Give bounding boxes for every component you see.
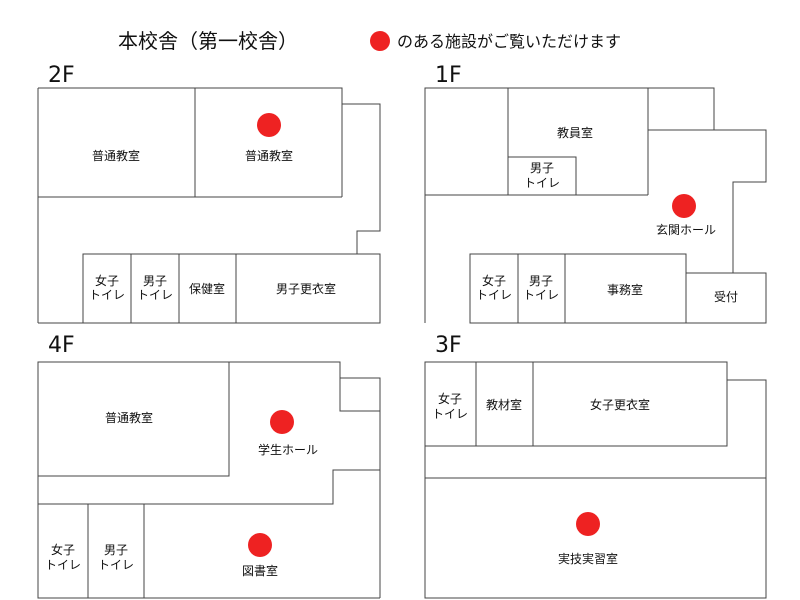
room-4f-library[interactable]: 図書室 [242,533,278,578]
room-label: 男子 [143,274,167,288]
floor-3f-outline [424,361,767,599]
room-label: 男子 [529,274,553,288]
room-label: トイレ [89,288,125,302]
room-1f-men-restroom[interactable]: 男子 トイレ [517,253,566,324]
materials-room-area [475,361,534,447]
available-marker-icon [270,410,294,434]
room-2f-infirmary[interactable]: 保健室 [178,253,237,324]
room-label: 女子 [51,542,75,557]
room-label: 保健室 [189,281,225,296]
floor-4f-corner-wall [339,378,380,412]
room-label: トイレ [98,558,134,572]
floor-3f: 3F 女子 トイレ 教材室 女子更衣室 実技実習室 [424,333,767,599]
available-marker-icon [257,113,281,137]
room-label: トイレ [137,288,173,302]
room-label: 普通教室 [92,148,140,163]
room-label: 男子 [530,161,554,175]
floor-4f: 4F 普通教室 学生ホール 女子 トイレ 男子 トイレ 図書室 [37,333,381,599]
room-1f-reception[interactable]: 受付 [685,272,767,324]
room-1f-women-restroom[interactable]: 女子 トイレ [469,253,519,324]
room-label: 女子 [482,273,506,288]
boys-locker-area [235,253,381,324]
men-restroom-area [87,503,145,599]
room-4f-classroom[interactable]: 普通教室 [105,410,153,425]
men-restroom-upper-area [507,156,577,196]
room-label: 普通教室 [245,148,293,163]
room-4f-men-restroom[interactable]: 男子 トイレ [87,503,145,599]
room-label: 女子 [95,273,119,288]
room-label: トイレ [476,288,512,302]
room-label: 学生ホール [258,442,318,457]
room-2f-women-restroom[interactable]: 女子 トイレ [82,253,132,324]
legend-text: のある施設がご覧いただけます [397,32,621,51]
room-label: 男子更衣室 [276,281,336,296]
floor-label-2f: 2F [48,63,75,88]
available-marker-icon [672,194,696,218]
room-3f-materials-room[interactable]: 教材室 [475,361,534,447]
room-3f-girls-locker[interactable]: 女子更衣室 [590,397,650,412]
room-label: 事務室 [607,282,643,297]
room-label: 受付 [714,290,738,304]
floor-label-1f: 1F [435,63,462,88]
room-label: 女子更衣室 [590,397,650,412]
room-label: 玄関ホール [656,222,716,237]
room-label: 図書室 [242,563,278,578]
legend-red-dot-icon [370,31,390,51]
room-2f-boys-locker[interactable]: 男子更衣室 [235,253,381,324]
available-marker-icon [248,533,272,557]
room-label: 教材室 [486,397,522,412]
room-1f-office[interactable]: 事務室 [564,253,687,324]
room-label: トイレ [432,407,468,421]
floor-1f-outline [424,87,767,323]
room-3f-women-restroom[interactable]: 女子 トイレ [424,361,477,447]
room-label: 普通教室 [105,410,153,425]
floor-2f: 2F 普通教室 普通教室 女子 トイレ 男子 トイレ 保健室 [37,63,381,324]
floor-1f: 1F 教員室 男子 トイレ 玄関ホール 女子 トイレ 男子 トイレ [424,63,767,324]
available-marker-icon [576,512,600,536]
floor-label-4f: 4F [48,333,75,358]
room-2f-classroom-a[interactable]: 普通教室 [92,148,140,163]
room-2f-men-restroom[interactable]: 男子 トイレ [130,253,180,324]
room-label: 男子 [104,543,128,557]
room-4f-women-restroom[interactable]: 女子 トイレ [37,503,89,599]
room-1f-staff-room[interactable]: 教員室 [557,125,593,140]
room-label: トイレ [523,288,559,302]
room-2f-classroom-b[interactable]: 普通教室 [245,113,293,163]
reception-area [685,272,767,324]
room-label: トイレ [524,176,560,190]
room-label: トイレ [45,558,81,572]
room-label: 教員室 [557,125,593,140]
floor-4f-outline [37,361,381,598]
room-1f-entrance-hall[interactable]: 玄関ホール [656,194,716,237]
floor-4f-classroom-wall [38,362,230,477]
floor-label-3f: 3F [435,333,462,358]
room-1f-men-restroom-upper[interactable]: 男子 トイレ [507,156,577,196]
room-3f-training-room[interactable]: 実技実習室 [558,512,618,566]
floor-4f-corridor-wall [38,469,380,505]
room-label: 女子 [438,391,462,406]
room-4f-student-hall[interactable]: 学生ホール [258,410,318,457]
page-title: 本校舎（第一校舎） [118,29,298,53]
room-label: 実技実習室 [558,551,618,566]
